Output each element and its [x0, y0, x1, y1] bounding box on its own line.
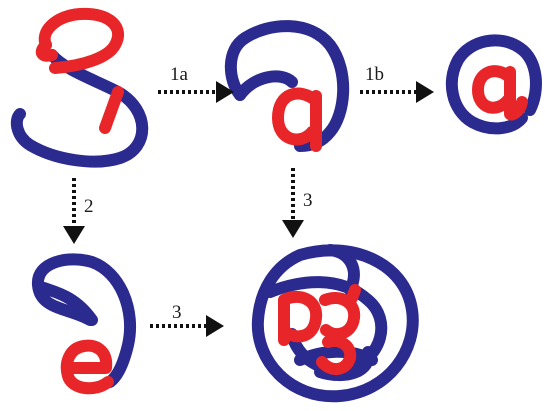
chain-e-shape: [32, 253, 137, 395]
arrow-1a: [158, 81, 234, 103]
chain-at-shape: [445, 34, 542, 135]
chain-knot: [251, 244, 419, 403]
step-label-3-bottom: 3: [172, 302, 182, 323]
arrow-3-bottom: [150, 315, 224, 337]
chain-a-shape: [224, 20, 350, 152]
chain-unfolded: [10, 7, 149, 168]
arrow-1b: [360, 81, 434, 103]
step-label-1b: 1b: [365, 64, 384, 85]
step-label-3-right: 3: [303, 190, 313, 211]
arrow-3-right: [282, 168, 304, 238]
arrow-2: [63, 178, 85, 244]
step-label-1a: 1a: [170, 64, 189, 85]
step-label-2: 2: [84, 196, 94, 217]
